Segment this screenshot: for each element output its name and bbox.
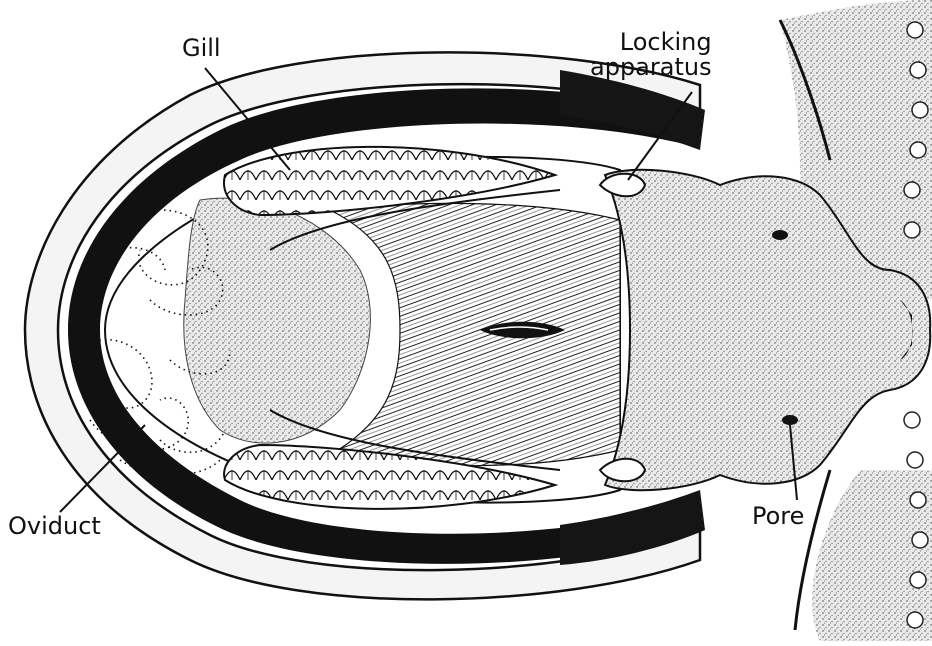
locking-apparatus-label: Locking apparatus	[590, 30, 712, 80]
locking-label-line2: apparatus	[590, 55, 712, 80]
pore-label: Pore	[752, 504, 804, 529]
upper-pore	[772, 230, 788, 240]
oviduct-label: Oviduct	[8, 514, 101, 539]
lower-pore	[782, 415, 798, 425]
gill-label: Gill	[182, 36, 221, 61]
locking-label-line1: Locking	[590, 30, 712, 55]
